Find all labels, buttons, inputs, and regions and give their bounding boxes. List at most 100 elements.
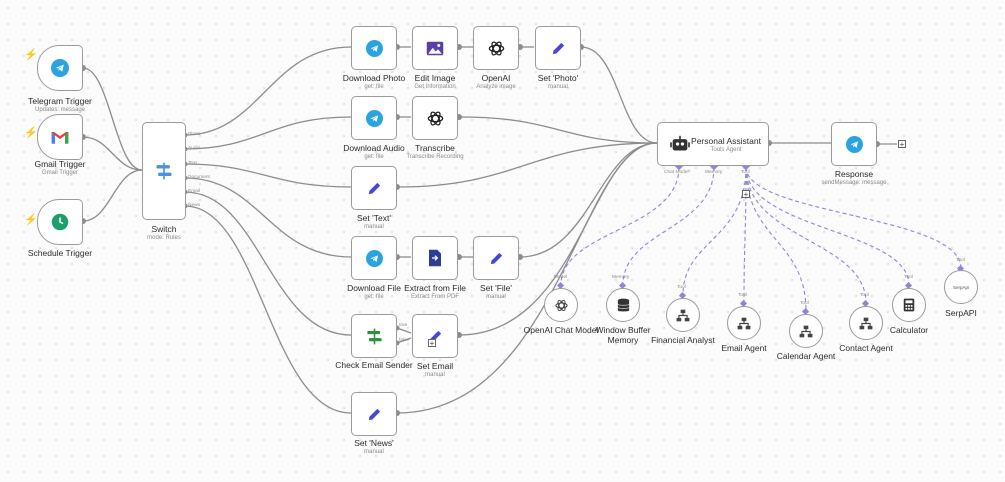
node-sublabel: Get Information	[414, 84, 456, 90]
add-node-button[interactable]: +	[898, 140, 906, 149]
sitemap-icon	[859, 317, 873, 329]
node-sublabel: Analyze image	[476, 84, 516, 90]
openai-chat-model-node[interactable]	[544, 288, 578, 322]
node-sublabel: get: file	[364, 294, 384, 300]
telegram-trigger-node[interactable]	[37, 45, 83, 91]
node-label: Calculator	[889, 325, 929, 335]
switch-icon	[366, 328, 382, 344]
sitemap-icon	[737, 317, 751, 329]
edge	[82, 169, 143, 222]
calculator-icon	[903, 298, 915, 312]
node-label: Gmail Trigger	[34, 159, 86, 169]
node-label: OpenAI	[481, 73, 511, 83]
node-sublabel: manual	[364, 224, 384, 230]
node-sublabel: manual	[364, 449, 384, 455]
pen-icon	[368, 182, 380, 194]
port-diamond	[556, 281, 565, 290]
financial-analyst-node[interactable]	[666, 298, 700, 332]
contact-agent-node[interactable]	[849, 306, 883, 340]
email-agent-node[interactable]	[727, 306, 761, 340]
node-label: Download Photo	[342, 73, 406, 83]
node-label: Telegram Trigger	[28, 96, 92, 106]
node-label: Set 'File'	[479, 283, 513, 293]
add-node-button[interactable]: +	[428, 339, 436, 348]
telegram-icon	[365, 109, 383, 127]
gmail-trigger-node[interactable]	[37, 114, 83, 160]
switch-output-label: Email	[188, 189, 200, 194]
port-diamond	[904, 281, 913, 290]
calendar-agent-node[interactable]	[789, 314, 823, 348]
switch-output-label: Audio	[188, 146, 201, 151]
edge	[82, 67, 143, 171]
edge	[184, 191, 352, 336]
serpapi-logo-icon: SerpApi	[952, 284, 969, 290]
schedule-trigger-node[interactable]	[37, 199, 83, 245]
openai-icon	[488, 40, 504, 56]
node-label: Set 'News'	[354, 438, 394, 448]
node-sublabel: Transcribe Recording	[406, 154, 464, 160]
edge	[580, 46, 658, 144]
edge	[82, 136, 143, 171]
check-email-sender-node[interactable]	[351, 314, 397, 358]
agent-port-label: Chat Model*	[664, 170, 691, 175]
trigger-bolt-icon: ⚡	[24, 127, 38, 139]
add-tool-button[interactable]: +	[742, 190, 750, 199]
set-photo-node[interactable]	[535, 26, 581, 70]
response-node[interactable]	[831, 122, 877, 166]
set-text-node[interactable]	[351, 166, 397, 210]
download-file-node[interactable]	[351, 236, 397, 280]
trigger-bolt-icon: ⚡	[24, 214, 38, 226]
subnode-port-label: Tool	[956, 258, 965, 263]
node-label: Set Email	[416, 361, 454, 371]
node-sublabel: Extract From PDF	[410, 294, 460, 300]
set-file-node[interactable]	[473, 236, 519, 280]
telegram-icon	[365, 249, 383, 267]
openai-node[interactable]	[473, 26, 519, 70]
subnode-port-label: Tool	[677, 285, 686, 290]
set-email-node[interactable]	[412, 314, 458, 358]
node-sublabel: mode: Rules	[147, 235, 181, 241]
node-label: SerpAPI	[945, 308, 977, 318]
node-label: Window Buffer Memory	[595, 325, 651, 345]
set-news-node[interactable]	[351, 392, 397, 436]
ai-edge	[743, 166, 747, 304]
agent-port-label: Memory	[705, 170, 723, 175]
calculator-node[interactable]	[892, 288, 926, 322]
sitemap-icon	[799, 325, 813, 337]
window-buffer-memory-node[interactable]	[606, 288, 640, 322]
transcribe-node[interactable]	[412, 96, 458, 140]
extract-from-file-node[interactable]	[412, 236, 458, 280]
node-label: Response	[834, 169, 874, 179]
node-label: Check Email Sender	[335, 360, 413, 370]
edge	[458, 116, 658, 144]
telegram-icon	[365, 39, 383, 57]
edge	[184, 205, 352, 414]
node-sublabel: manual	[425, 372, 445, 378]
node-sublabel: manual	[486, 294, 506, 300]
ai-edge	[745, 166, 807, 312]
node-sublabel: Gmail Trigger	[41, 170, 79, 176]
node-label: Download Audio	[343, 143, 405, 153]
port-diamond	[618, 281, 627, 290]
port-diamond	[861, 299, 870, 308]
node-label: Contact Agent	[839, 343, 893, 353]
edge	[184, 46, 352, 136]
download-audio-node[interactable]	[351, 96, 397, 140]
pen-icon	[490, 252, 502, 264]
download-photo-node[interactable]	[351, 26, 397, 70]
node-sublabel: Updates: message	[34, 107, 86, 113]
edit-image-node[interactable]	[412, 26, 458, 70]
switch-output-label: Document	[188, 175, 210, 180]
port-diamond	[739, 299, 748, 308]
serpapi-node[interactable]: SerpApi	[944, 270, 978, 304]
switch-node[interactable]	[142, 122, 186, 220]
node-label: Set 'Photo'	[537, 73, 579, 83]
if-output-label: true	[399, 323, 408, 328]
edge	[184, 163, 352, 188]
sitemap-icon	[676, 309, 690, 321]
openai-icon	[554, 299, 568, 311]
node-label: Financial Analyst	[651, 335, 715, 345]
agent-port-label: Tool	[741, 170, 750, 175]
node-label: Schedule Trigger	[27, 248, 93, 258]
personal-assistant-node[interactable]	[657, 122, 769, 166]
